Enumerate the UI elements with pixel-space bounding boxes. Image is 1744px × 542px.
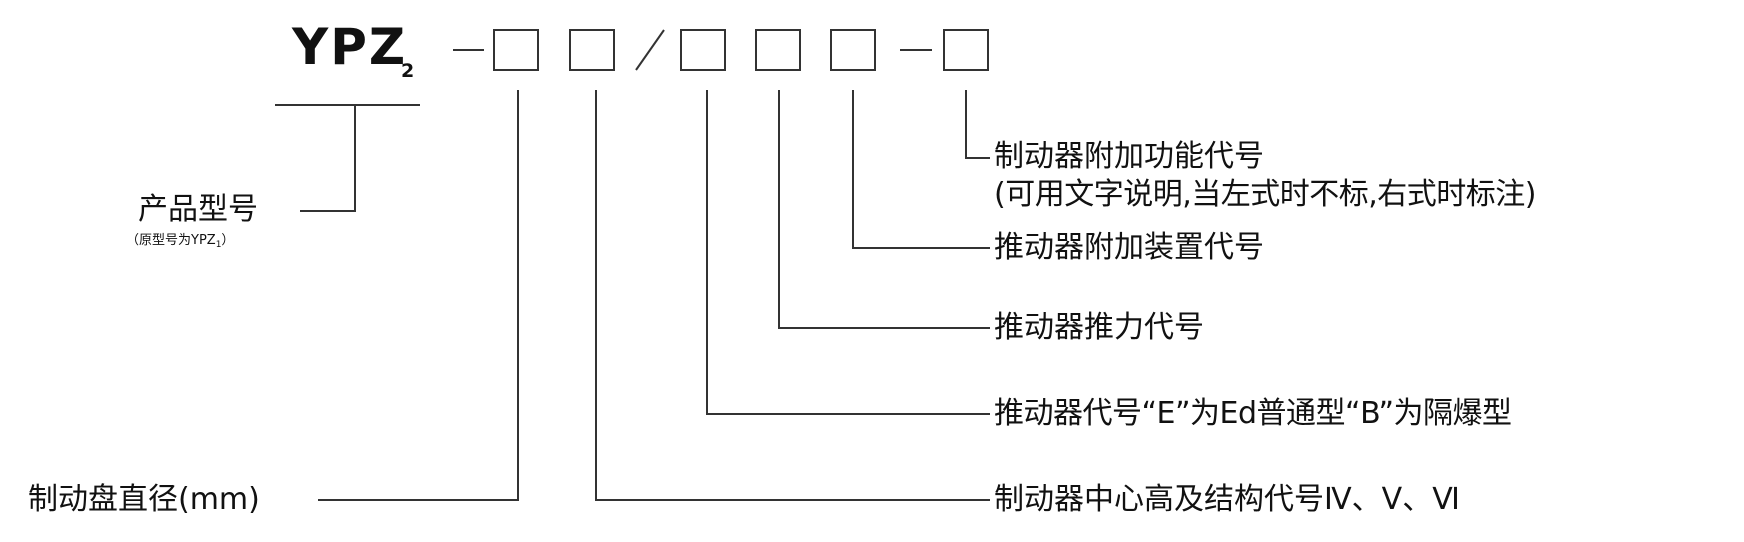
leader-pusher [706,90,990,415]
label-center-height-code: 制动器中心高及结构代号Ⅳ、Ⅴ、Ⅵ [994,482,1460,517]
leader-attachment [852,90,990,249]
leader-thrust [778,90,990,329]
code-box-6 [943,29,989,71]
leader-function [965,90,990,159]
leader-center-height [595,90,990,501]
label-disc-diameter: 制动盘直径(mm) [28,482,260,517]
slash-separator [635,29,665,71]
label-brake-function-code: 制动器附加功能代号 [994,139,1264,174]
label-thrust-code: 推动器推力代号 [994,310,1204,345]
model-code-prefix: YPZ [292,18,408,76]
label-pusher-code: 推动器代号“E”为Ed普通型“B”为隔爆型 [994,396,1512,431]
code-box-2 [569,29,615,71]
label-attachment-code: 推动器附加装置代号 [994,230,1264,265]
code-box-3 [680,29,726,71]
original-model-note: （原型号为YPZ1） [126,233,235,250]
leader-disc-diameter [318,90,519,501]
code-box-5 [830,29,876,71]
code-box-4 [755,29,801,71]
product-model-label: 产品型号 [138,192,258,227]
label-function-note: (可用文字说明,当左式时不标,右式时标注) [994,177,1536,212]
code-box-1 [493,29,539,71]
product-leader-line [300,105,356,212]
model-code-subscript: 2 [401,60,415,82]
